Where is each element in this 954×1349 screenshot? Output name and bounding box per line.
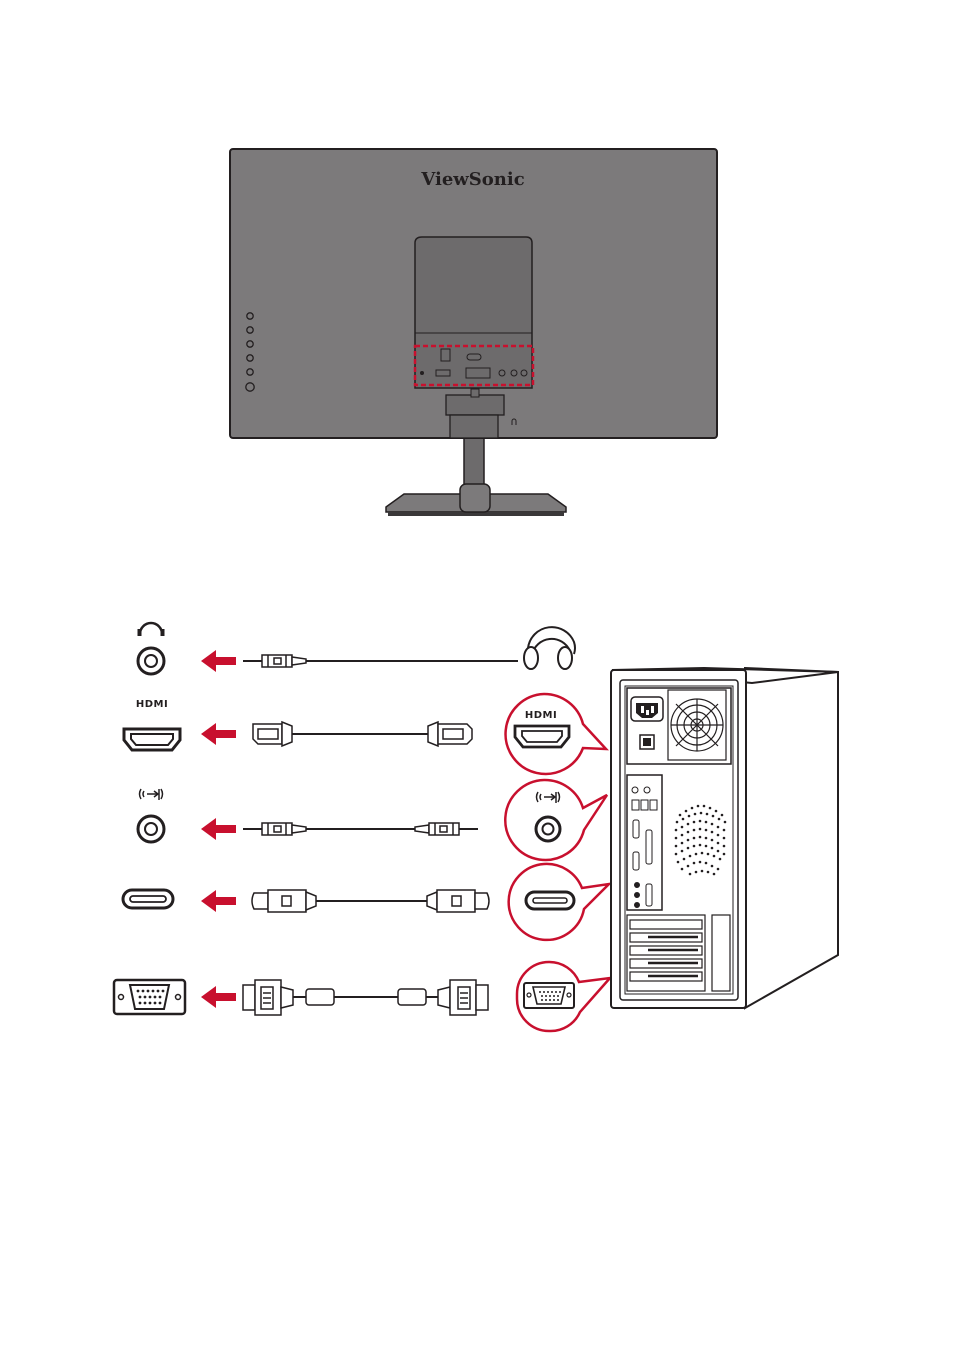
pc-expansion-slots [627,915,730,991]
audio-in-port [138,816,164,842]
usb-c-port [123,890,173,908]
arrow-headphone [201,650,236,672]
hdmi-port [124,729,180,750]
hdmi-label: HDMI [136,699,168,710]
pc-io-panel [627,775,662,910]
arrow-vga [201,986,236,1008]
connection-arrows [201,650,236,1008]
arrow-usb-c [201,890,236,912]
pc-tower [611,668,838,1008]
hdmi-cable [253,722,472,746]
audio-in-icon [140,789,163,800]
monitor-brand-logo: ViewSonic [420,169,524,190]
callout-hdmi [506,694,606,774]
headphones-icon [138,623,165,636]
vga-port [114,980,185,1014]
vga-cable [243,980,488,1015]
pc-port-callouts: HDMI [505,694,610,1031]
callout-hdmi-label: HDMI [525,710,557,721]
monitor-rear-view: ViewSonic [230,149,717,516]
headphone-cable [243,655,518,667]
headphones-device-icon [524,627,575,669]
pc-side-panel [745,668,838,1008]
monitor-rear-cover [415,237,532,388]
usb-c-cable [252,890,489,912]
headphone-jack-port [138,648,164,674]
audio-cable [243,823,478,835]
callout-usb-c [509,864,609,940]
pc-fan-icon [668,690,726,760]
arrow-hdmi [201,723,236,745]
monitor-stand-mount [446,395,504,415]
arrow-audio-in [201,818,236,840]
monitor-stand-neck [464,430,484,492]
